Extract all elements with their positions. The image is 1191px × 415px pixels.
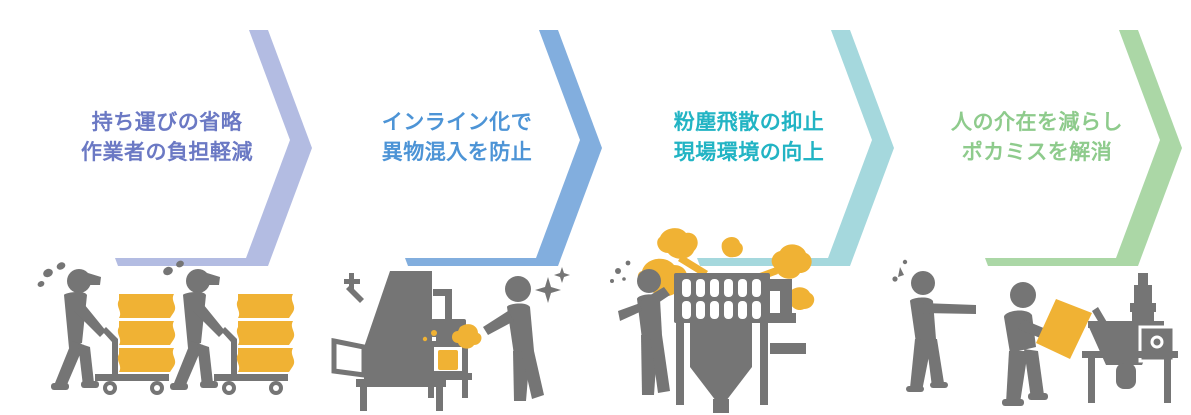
illustration-dust-collector	[604, 215, 894, 415]
illustration-inline-machine	[312, 255, 602, 413]
illustration-pouring-into-mixer	[892, 255, 1182, 413]
hand-cart-a	[95, 327, 169, 395]
hexagon-card-0: 持ち運びの省略 作業者の負担軽減	[22, 0, 312, 275]
sweat-drops-a	[37, 262, 66, 287]
sparkle-icon	[535, 267, 570, 303]
stacked-sacks-b	[236, 294, 295, 372]
airborne-particles	[610, 260, 631, 283]
benefit-panel-dust-suppression[interactable]: 粉塵飛散の抑止 現場環境の向上	[604, 0, 894, 413]
hand-cart-b	[214, 327, 288, 395]
benefit-panel-carry-reduction[interactable]: 持ち運びの省略 作業者の負担軽減	[22, 0, 312, 413]
stacked-sacks-a	[117, 294, 176, 372]
hexagon-face-1	[342, 22, 580, 258]
worker-b	[170, 269, 225, 390]
mixer-machine	[1082, 273, 1178, 403]
benefit-panel-less-human-error[interactable]: 人の介在を減らし ポカミスを解消	[892, 0, 1182, 413]
hexagon-face-0	[52, 22, 290, 258]
hexagon-face-3	[922, 22, 1160, 258]
sweat-drops-b	[163, 260, 184, 276]
benefit-panel-inline-contamination[interactable]: インライン化で 異物混入を防止	[312, 0, 602, 413]
operator-figure	[483, 276, 544, 401]
powder-sparks	[422, 330, 437, 342]
hexagon-face-2	[634, 22, 872, 258]
inline-machine	[331, 271, 472, 411]
material-bag	[1036, 299, 1092, 359]
illustration-two-workers-carts	[22, 255, 312, 413]
supervisor-pointing	[906, 271, 976, 392]
emphasis-marks	[892, 259, 908, 282]
coughing-worker	[618, 269, 670, 395]
hexagon-card-3: 人の介在を減らし ポカミスを解消	[892, 0, 1182, 275]
worker-a	[51, 269, 106, 390]
dust-collector-unit	[674, 273, 806, 413]
powder-burst	[438, 324, 482, 370]
hexagon-card-1: インライン化で 異物混入を防止	[312, 0, 602, 275]
